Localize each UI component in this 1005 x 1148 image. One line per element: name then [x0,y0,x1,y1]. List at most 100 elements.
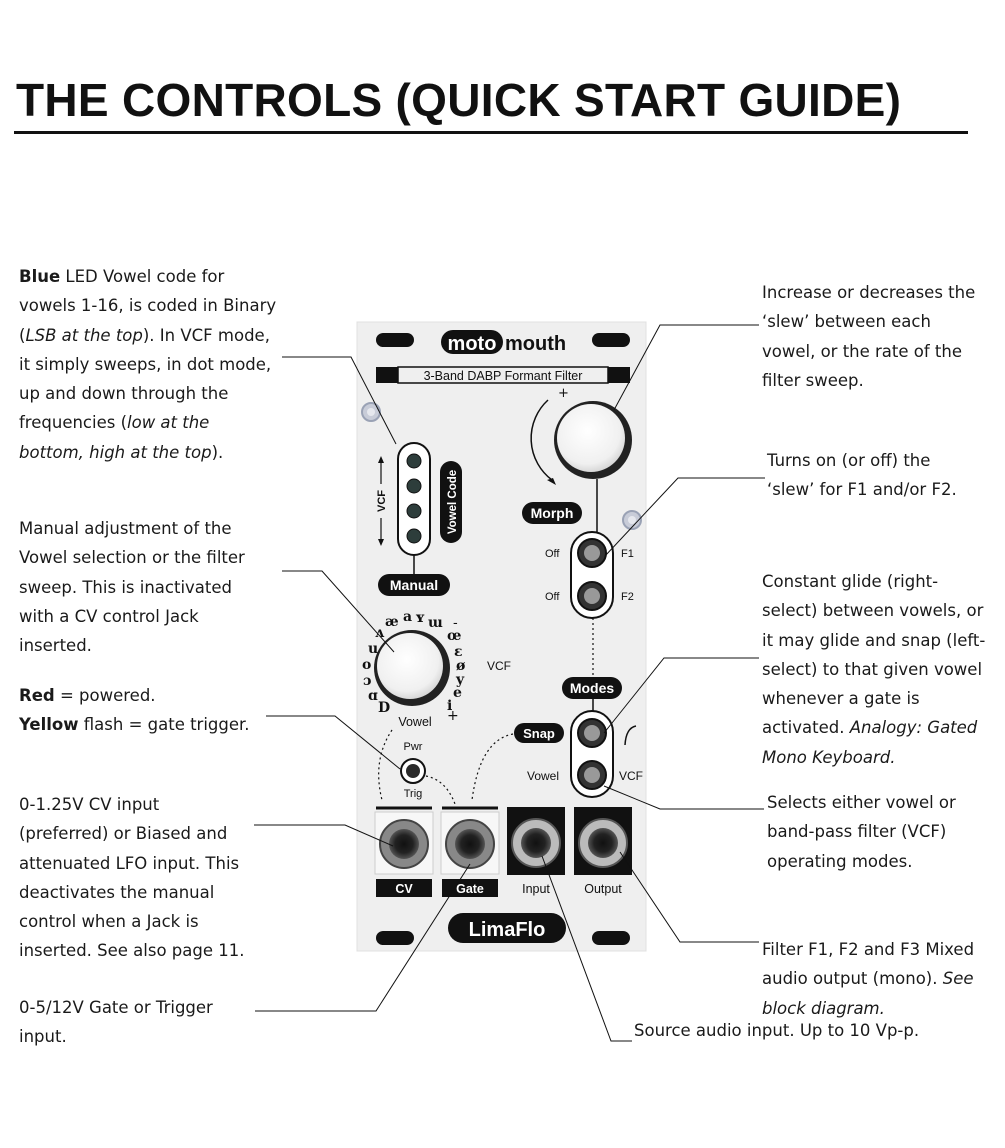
note-manual-l3: sweep. This is inactivated [19,577,232,597]
manual-knob-plus: + [447,708,459,724]
trig-label: Trig [404,788,423,800]
glyph-13: y [455,672,465,688]
vcf-mode-label: VCF [619,769,643,783]
morph-label-bg [522,502,582,524]
panel-screw-left-inner [367,408,375,416]
note-manual-l1: Manual adjustment of the [19,519,232,538]
note-output-l2: audio output (mono). [762,969,943,989]
note-manual-l5: inserted. [19,636,92,656]
leader-manual [282,570,395,653]
note-led-italic2: low at the [127,413,210,433]
glyph-3: ɔ [363,673,372,689]
subtitle-bar-right [608,367,630,383]
note-cv-input: 0-1.25V CV input (preferred) or Biased a… [19,790,319,966]
vowel-vcf-nut [584,767,600,783]
glyph-7: a [403,609,412,625]
modes-label: Modes [570,680,615,696]
note-cv-l2: (preferred) or Biased and [19,824,228,844]
mounting-slot-br [592,931,630,945]
module-name-left: moto [448,333,497,355]
brand-badge [448,913,566,943]
leader-slew [613,324,759,411]
input-jack[interactable] [521,828,551,858]
note-glide-l6: activated. [762,718,850,738]
note-cv-l5: control when a Jack is [19,912,199,932]
leader-glide [603,657,759,734]
annotation-leader-lines [254,324,765,1042]
subtitle-frame [397,366,609,384]
cv-jack[interactable] [389,829,419,859]
output-jack[interactable] [588,828,618,858]
glyph-10: œ [447,628,461,644]
glyph-1: u [368,641,378,657]
note-glide-l4: select) to that given vowel [762,659,983,679]
note-mode-l1: Selects either vowel or [767,793,956,812]
output-label: Output [584,882,622,896]
manual-knob[interactable] [377,633,443,699]
note-led-end: ). [211,442,224,462]
f2-off-label: Off [545,591,560,603]
f1-label: F1 [621,548,634,560]
mounting-slot-bl [376,931,414,945]
note-glide-snap: Constant glide (right- select) between v… [762,567,1002,772]
note-glide-l5: whenever a gate is [762,689,920,709]
note-cv-l3: attenuated LFO input. This [19,853,240,873]
note-cv-l6: inserted. See also page 11. [19,941,245,961]
f2-label: F2 [621,591,634,603]
note-led-italic3: bottom, high at the top [19,442,212,462]
note-toggle-l2: ‘slew’ for F1 and/or F2. [767,480,957,500]
pwr-trig-led [406,764,420,778]
note-slew-l4: filter sweep. [762,370,864,390]
module-name-right: mouth [505,333,566,355]
gate-label-bg [442,879,498,897]
pwr-label: Pwr [404,741,423,753]
vcf-arrow-up-head [378,456,384,463]
vcf-knob-label: VCF [487,659,511,673]
manual-label-bg [378,574,450,596]
note-led-open: ( [19,325,26,345]
cv-label-bg [376,879,432,897]
note-led-l2: vowels 1-16, is coded in Binary [19,296,277,316]
leader-gate [255,863,471,1012]
note-cv-l4: deactivates the manual [19,882,215,902]
manual-knob-to-cv-dotted [378,729,393,801]
note-source-l1: Source audio input. Up to 10 Vp-p. [634,1021,920,1040]
note-manual: Manual adjustment of the Vowel selection… [19,514,319,660]
leader-mode [603,785,764,810]
snap-glide-nut [584,725,600,741]
note-led-italic1: LSB at the top [25,325,143,345]
glide-curve-icon [624,725,637,746]
manual-label: Manual [390,577,438,593]
note-output-l3: block diagram. [762,998,885,1018]
vcf-arrow-down-head [378,539,384,546]
glyph-0: ʌ [375,625,385,641]
note-output-l2-italic: See [942,969,974,989]
note-slew-l3: vowel, or the rate of the [762,341,963,361]
note-gate-l1: 0-5/12V Gate or Trigger [19,998,213,1017]
module-name-badge [441,330,503,354]
mounting-slot-tr [592,333,630,347]
snap-label-bg [514,723,564,743]
snap-to-gate-dotted [471,733,514,801]
note-glide-l2: select) between vowels, or [762,601,984,621]
morph-knob[interactable] [557,404,625,472]
note-led-l5: up and down through the [19,384,229,404]
vowel-led-4 [406,528,422,544]
note-mode-l2: band-pass filter (VCF) [767,822,947,842]
vowel-glyph-ring: ʌ u o ɔ ɑ D æ a ʏ ɯ œ ɛ ø y e i [362,609,465,716]
note-manual-l2: Vowel selection or the filter [19,548,245,568]
note-mode-select: Selects either vowel or band-pass filter… [767,788,1002,876]
module-subtitle: 3-Band DABP Formant Filter [424,369,583,383]
f1-toggle-nut [584,545,600,561]
note-output: Filter F1, F2 and F3 Mixed audio output … [762,935,1002,1023]
gate-jack[interactable] [455,829,485,859]
morph-label: Morph [531,505,574,521]
brand-logo: LimaFlo [469,919,546,941]
glyph-12: ø [456,658,465,674]
note-red-rest: = powered. [54,686,156,705]
leader-power [266,715,401,770]
note-led-l6: frequencies ( [19,413,128,433]
glyph-8: ʏ [415,610,425,626]
glyph-11: ɛ [454,644,463,660]
